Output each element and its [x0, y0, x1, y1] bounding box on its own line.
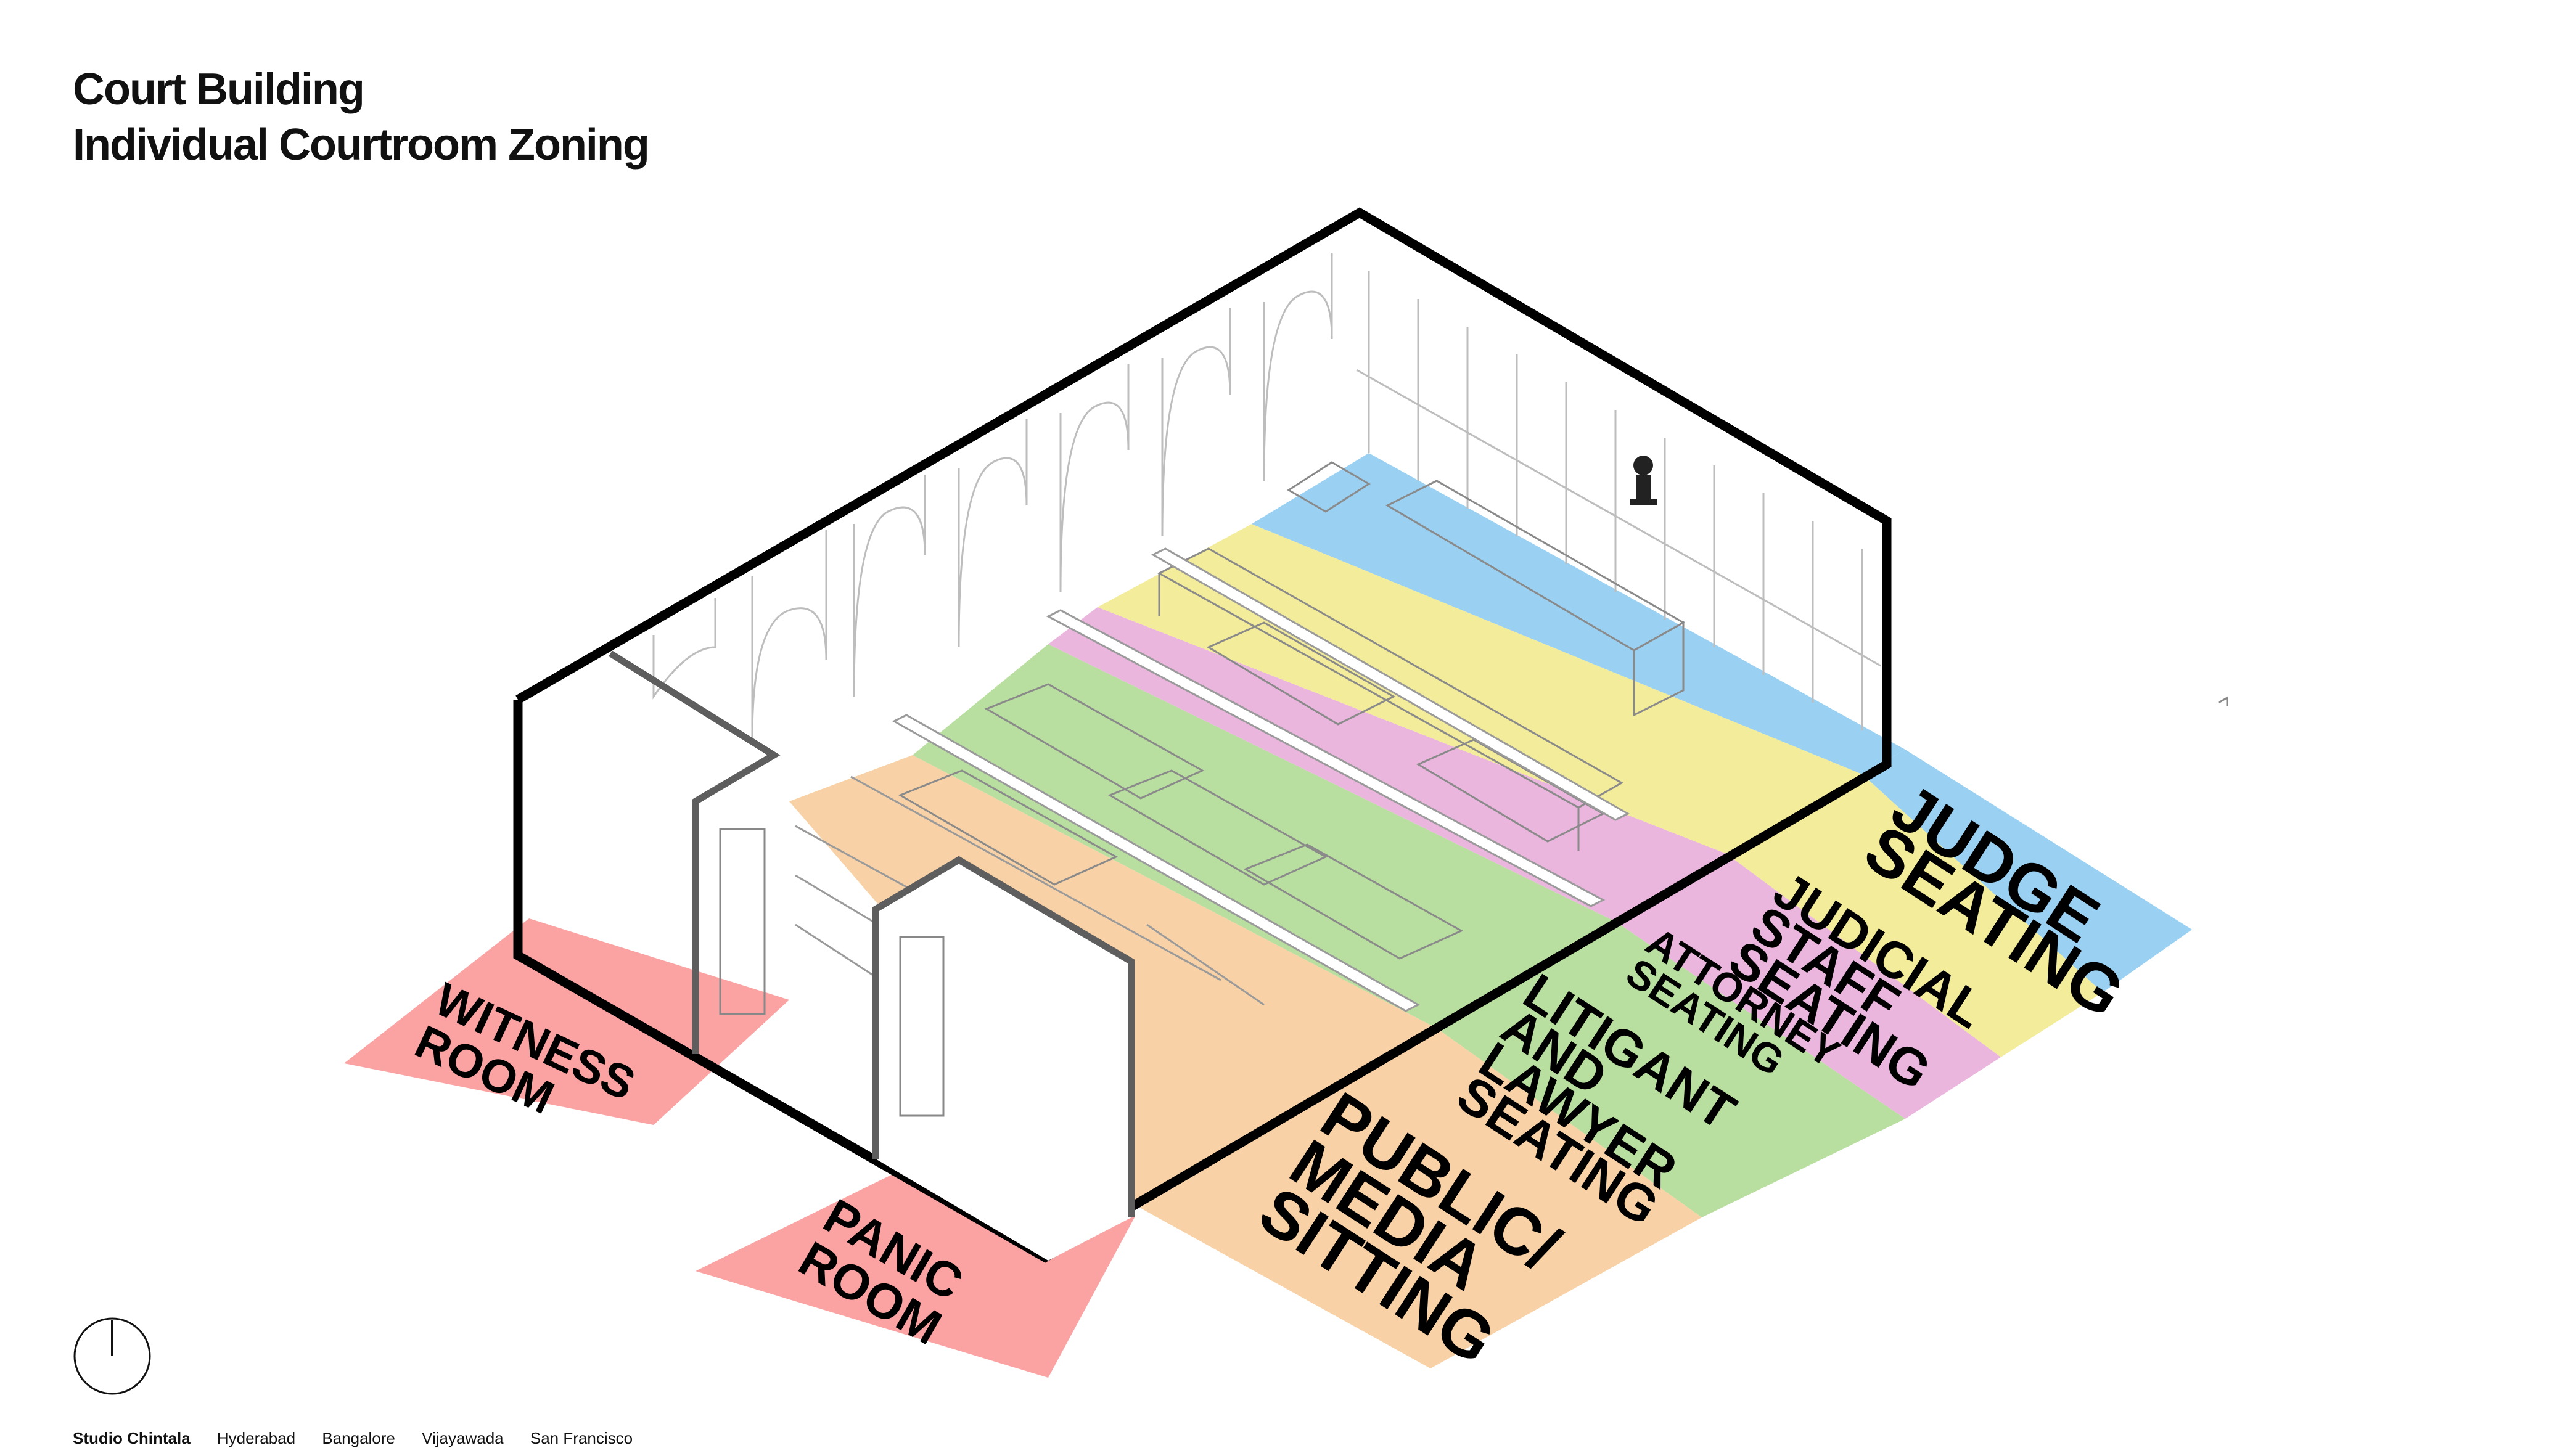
back-wall-arches	[652, 253, 1333, 740]
judge-bench	[1287, 461, 1686, 717]
north-arrow-icon	[73, 1317, 152, 1399]
zone-strip-attorney	[1615, 854, 2001, 1119]
floor-zone-judicial-staff	[1098, 524, 1862, 854]
court-emblem-icon	[1630, 456, 1657, 505]
floor-zone-judge	[1252, 453, 1905, 774]
floor-zone-litigant	[913, 644, 1615, 1028]
staff-desks	[1157, 547, 1624, 851]
witness-room-partition	[609, 650, 781, 1054]
witness-room-door	[719, 828, 766, 1015]
reference-tick	[2218, 696, 2228, 706]
city-san-francisco: San Francisco	[530, 1429, 633, 1447]
panic-room-box	[872, 856, 1135, 1261]
partition-walls	[892, 547, 1630, 1012]
room-outline	[513, 207, 1892, 1263]
page-title: Court Building Individual Courtroom Zoni…	[73, 62, 650, 173]
litigant-desks	[898, 683, 1464, 960]
city-bangalore: Bangalore	[322, 1429, 395, 1447]
studio-name: Studio Chintala	[73, 1429, 191, 1447]
title-line-2: Individual Courtroom Zoning	[73, 120, 650, 170]
zone-strip-judicial-staff	[1726, 774, 2103, 1057]
zone-strip-witness	[344, 918, 789, 1125]
title-line-1: Court Building	[73, 65, 365, 114]
footer: Studio Chintala Hyderabad Bangalore Vija…	[73, 1429, 655, 1448]
city-hyderabad: Hyderabad	[216, 1429, 296, 1447]
city-vijayawada: Vijayawada	[422, 1429, 504, 1447]
panic-room-door	[899, 936, 945, 1117]
zone-strip-litigant	[1437, 922, 1905, 1217]
right-wall-panels	[1356, 271, 1881, 730]
zone-strip-public	[1141, 1028, 1702, 1368]
floor-zone-attorney	[1048, 607, 1726, 922]
zone-strip-judge	[1862, 750, 2192, 992]
